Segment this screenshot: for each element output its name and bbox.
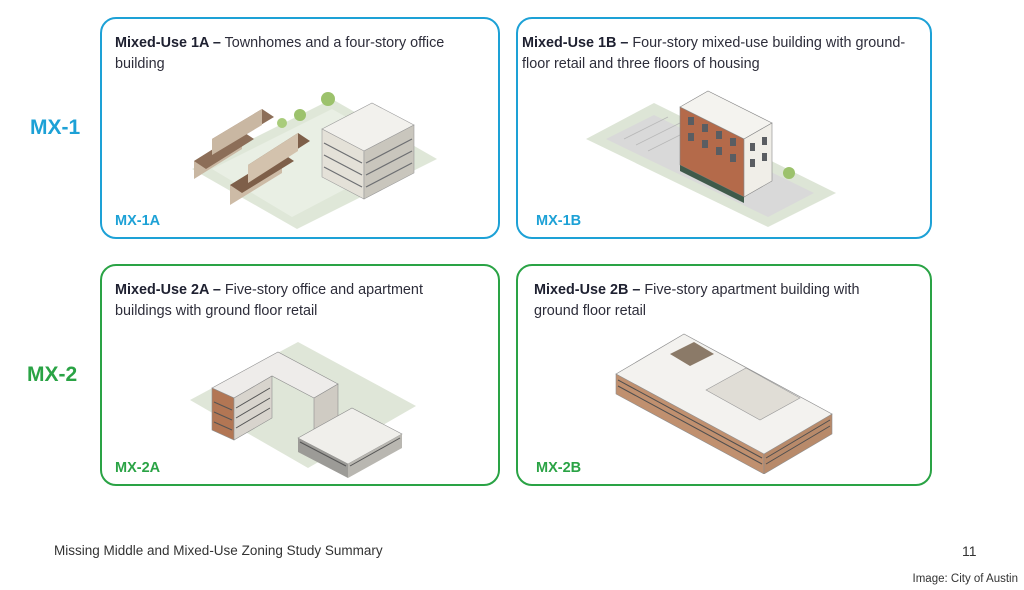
card-tag: MX-1A — [115, 213, 161, 229]
footer-title: Missing Middle and Mixed-Use Zoning Stud… — [54, 543, 383, 558]
card-mx-2a: Mixed-Use 2A – Five-story office and apa… — [100, 264, 500, 486]
card-title: Mixed-Use 1A – — [115, 35, 221, 51]
page-number: 11 — [962, 543, 977, 559]
card-description: Mixed-Use 1A – Townhomes and a four-stor… — [115, 33, 478, 75]
mixed-use-building-illustration — [586, 90, 836, 227]
card-description: Mixed-Use 1B – Four-story mixed-use buil… — [522, 33, 916, 75]
card-title: Mixed-Use 1B – — [522, 35, 629, 51]
card-description: Mixed-Use 2A – Five-story office and apa… — [115, 280, 468, 322]
card-tag: MX-2B — [536, 460, 582, 476]
card-tag: MX-1B — [536, 213, 582, 229]
card-tag: MX-2A — [115, 460, 161, 476]
apartment-building-illustration — [615, 333, 833, 474]
card-text: Townhomes and a four-story office buildi… — [115, 35, 445, 72]
card-mx-1b: Mixed-Use 1B – Four-story mixed-use buil… — [516, 17, 932, 239]
row-label-mx1: MX-1 — [30, 116, 81, 139]
card-mx-2b: Mixed-Use 2B – Five-story apartment buil… — [516, 264, 932, 486]
card-title: Mixed-Use 2A – — [115, 282, 221, 298]
card-text: Five-story apartment building with groun… — [534, 282, 860, 319]
image-credit: Image: City of Austin — [912, 573, 1018, 585]
row-label-mx2: MX-2 — [27, 363, 78, 386]
card-mx-1a: Mixed-Use 1A – Townhomes and a four-stor… — [100, 17, 500, 239]
card-text: Five-story office and apartment building… — [115, 282, 423, 319]
townhomes-office-illustration — [192, 92, 437, 229]
card-text: Four-story mixed-use building with groun… — [522, 35, 906, 72]
card-description: Mixed-Use 2B – Five-story apartment buil… — [534, 280, 900, 322]
card-title: Mixed-Use 2B – — [534, 282, 641, 298]
office-apartment-illustration — [190, 342, 416, 478]
